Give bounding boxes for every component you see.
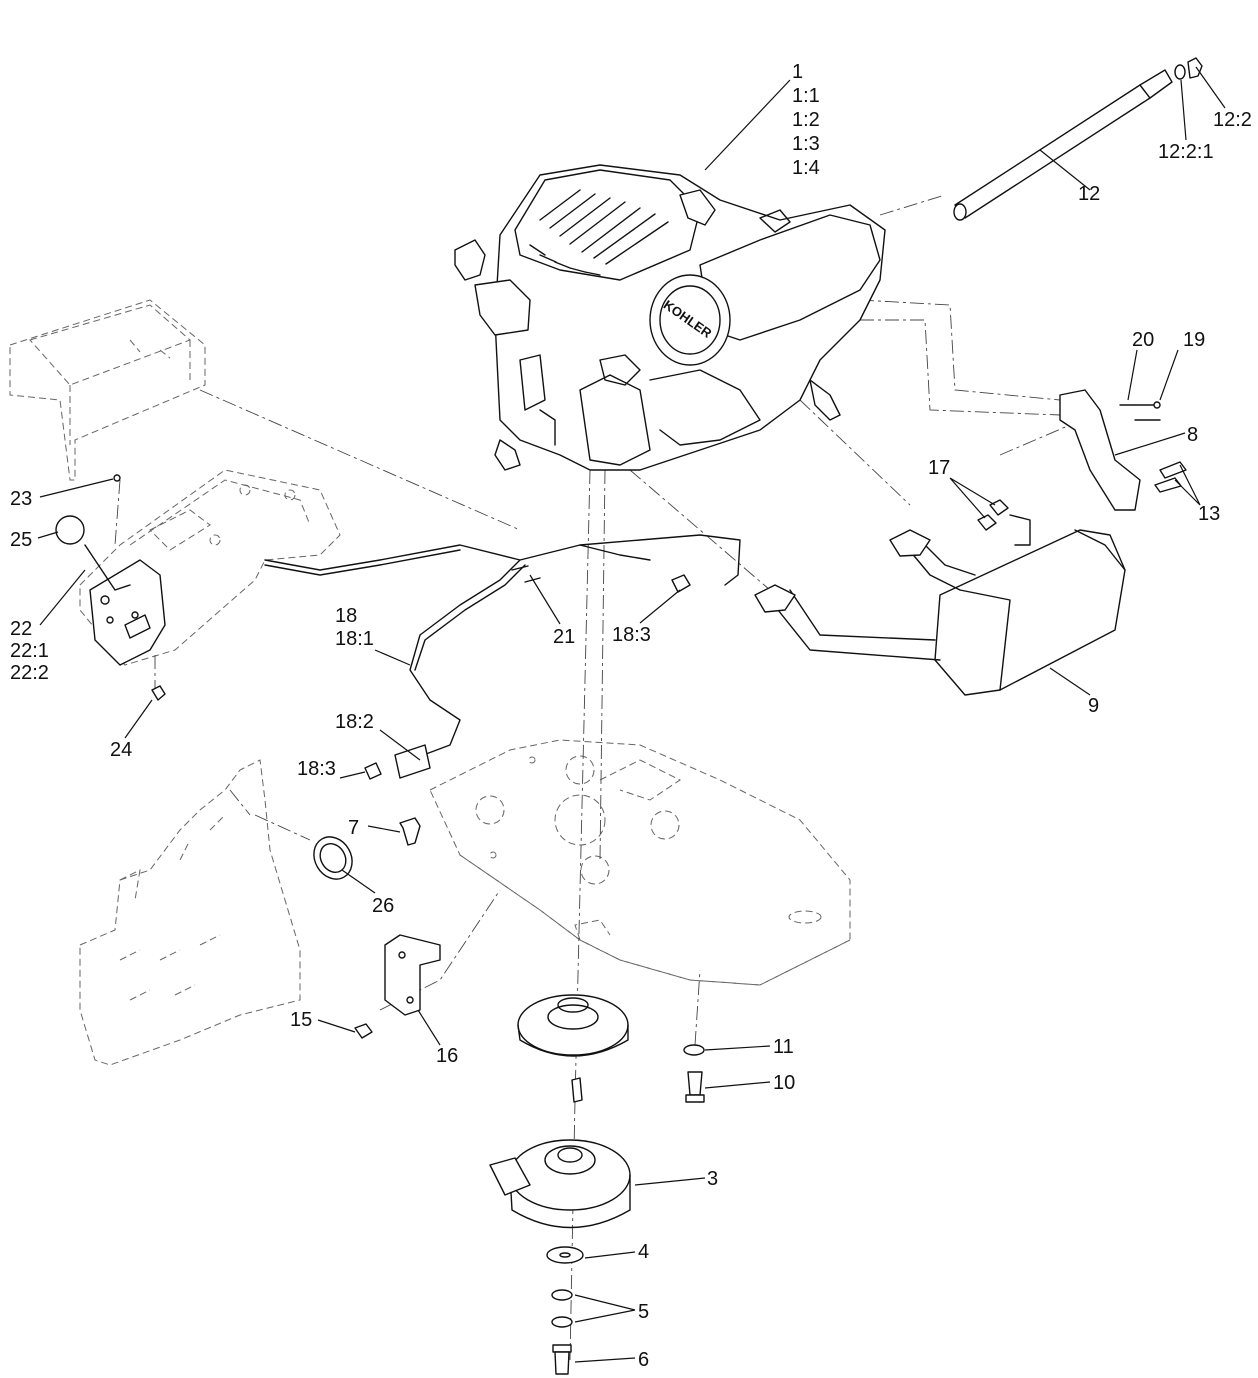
callout-11: 11	[773, 1036, 794, 1058]
callout-8: 8	[1187, 424, 1198, 446]
callout-9: 9	[1088, 695, 1099, 717]
engine-cooling-grille	[529, 189, 669, 276]
callout-21: 21	[553, 626, 575, 648]
lever-nut-24	[151, 685, 166, 701]
washers-5	[551, 1289, 573, 1328]
exhaust-tube[interactable]	[953, 69, 1173, 221]
callout-17: 17	[928, 457, 950, 479]
harness-cap-18-3-lower	[364, 762, 382, 780]
callout-24: 24	[110, 739, 132, 761]
callout-6: 6	[638, 1349, 649, 1371]
wire-harness[interactable]	[264, 534, 741, 779]
callout-19: 19	[1183, 329, 1205, 351]
tube-fitting-12-2	[1187, 57, 1203, 79]
callout-18-3-lower: 18:3	[297, 758, 336, 780]
callout-20: 20	[1132, 329, 1154, 351]
exhaust-pipe	[754, 529, 976, 661]
upper-frame-phantom	[9, 299, 206, 481]
muffler-bracket[interactable]	[1059, 389, 1141, 511]
callout-12: 12	[1078, 183, 1100, 205]
key-pin	[571, 1077, 583, 1103]
tube-fitting-12-2-1	[1174, 64, 1186, 80]
nut-15	[354, 1023, 373, 1039]
air-cleaner-cover[interactable]	[649, 274, 731, 366]
engine-assembly[interactable]: KOHLER	[454, 164, 886, 471]
nuts-17	[977, 499, 1031, 546]
callout-13: 13	[1198, 503, 1220, 525]
washer-4	[546, 1246, 584, 1264]
callout-15: 15	[290, 1009, 312, 1031]
callout-5: 5	[638, 1301, 649, 1323]
engine-pulley[interactable]	[517, 994, 629, 1057]
muffler[interactable]	[934, 529, 1126, 696]
assembly-centerlines	[114, 194, 1071, 1361]
callout-18-2: 18:2	[335, 711, 374, 733]
callout-26: 26	[372, 895, 394, 917]
bolt-6	[552, 1344, 572, 1375]
pin-7	[399, 817, 421, 846]
callout-12-2: 12:2	[1213, 109, 1252, 131]
bracket-16[interactable]	[384, 934, 441, 1016]
throttle-lever[interactable]	[55, 474, 166, 666]
deck-plate-phantom	[429, 739, 851, 986]
oil-fill-cap	[454, 239, 486, 281]
electric-clutch-3[interactable]	[489, 1139, 631, 1229]
hardware-19-20	[1119, 401, 1161, 421]
grommet-26	[313, 836, 353, 880]
callout-leaders	[37, 66, 1226, 1363]
bolt-10	[685, 1071, 705, 1103]
callout-12-2-1: 12:2:1	[1158, 141, 1214, 163]
callout-16: 16	[436, 1045, 458, 1067]
callout-25: 25	[10, 529, 32, 551]
callout-3: 3	[707, 1168, 718, 1190]
callout-10: 10	[773, 1072, 795, 1094]
callout-4: 4	[638, 1241, 649, 1263]
left-side-panel-phantom	[79, 759, 301, 1066]
callout-18-3-upper: 18:3	[612, 624, 651, 646]
callout-23: 23	[10, 488, 32, 510]
washer-11	[683, 1044, 705, 1056]
callout-7: 7	[348, 817, 359, 839]
harness-cap-18-3-upper	[671, 574, 691, 593]
